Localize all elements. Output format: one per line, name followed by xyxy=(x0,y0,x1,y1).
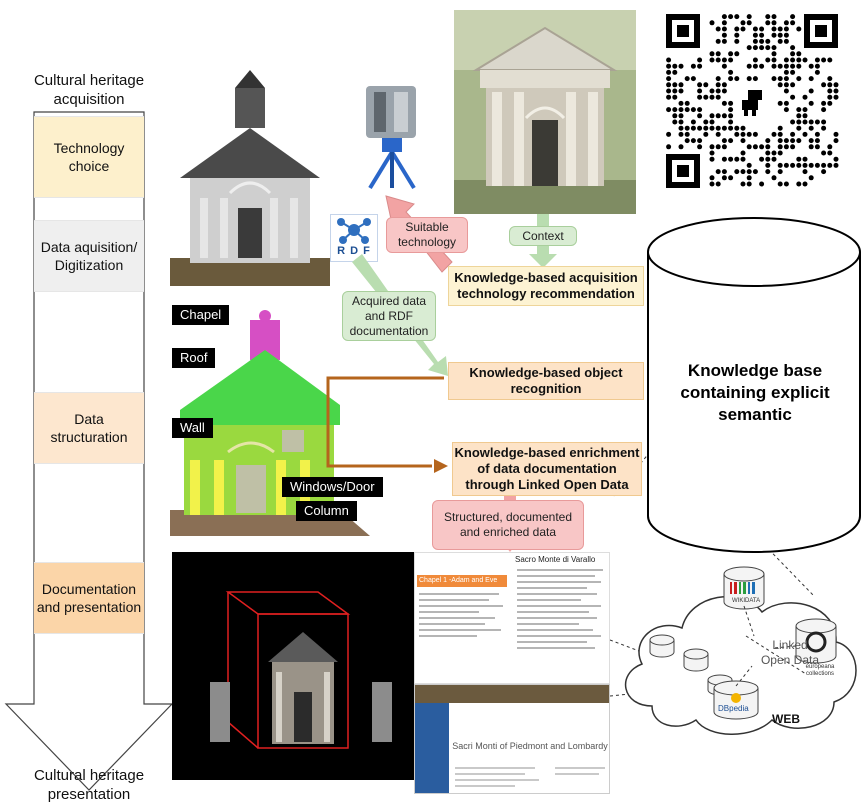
lod-databases xyxy=(649,566,837,720)
label-column: Column xyxy=(296,501,357,521)
doc-text-lines xyxy=(419,569,603,649)
flow-context: Context xyxy=(509,226,577,246)
rdf-logo-text: R D F xyxy=(337,245,371,257)
flow-structured-data: Structured, documented and enriched data xyxy=(432,500,584,550)
website-content-lines xyxy=(455,767,605,787)
dbpedia-icon xyxy=(731,693,741,703)
stage-documentation-presentation: Documentation and presentation xyxy=(34,562,144,634)
box-object-recognition: Knowledge-based object recognition xyxy=(448,362,644,400)
stage-data-acquisition-label: Data aquisition/ Digitization xyxy=(40,239,138,273)
point-cloud-chapel-image xyxy=(170,58,330,286)
laser-scanner-image xyxy=(352,78,432,190)
website-title: Sacri Monti of Piedmont and Lombardy xyxy=(452,741,608,751)
website-screenshot: Sacri Monti of Piedmont and Lombardy xyxy=(414,684,610,794)
web-label: WEB xyxy=(772,712,800,726)
box-enrichment: Knowledge-based enrichment of data docum… xyxy=(452,442,642,496)
stage-documentation-presentation-label: Documentation and presentation xyxy=(36,581,142,615)
label-wall: Wall xyxy=(172,418,213,438)
stage-technology-choice-label: Technology choice xyxy=(53,140,125,174)
wikidata-label: WIKIDATA xyxy=(732,598,761,604)
europeana-label: europeana collections xyxy=(805,664,835,677)
documentation-page: Chapel 1 -Adam and Eve Sacro Monte di Va… xyxy=(414,552,610,684)
knowledge-base-cylinder xyxy=(647,217,861,553)
label-roof: Roof xyxy=(172,348,216,368)
stage-data-structuration-label: Data structuration xyxy=(50,411,128,445)
europeana-icon xyxy=(805,631,827,653)
3d-model-view xyxy=(172,552,414,780)
stage-technology-choice: Technology choice xyxy=(34,116,144,198)
qr-code xyxy=(664,12,840,190)
label-chapel: Chapel xyxy=(172,305,230,325)
doc-wiki-title: Sacro Monte di Varallo xyxy=(515,555,596,564)
flow-suitable-technology: Suitable technology xyxy=(386,217,468,253)
stage-data-structuration: Data structuration xyxy=(34,392,144,464)
lod-label: Linked Open Data xyxy=(760,638,820,667)
knowledge-base-label: Knowledge base containing explicit seman… xyxy=(680,361,830,424)
rdf-logo: R D F xyxy=(330,214,378,262)
doc-heading: Chapel 1 -Adam and Eve xyxy=(417,575,507,587)
wikidata-icon xyxy=(730,582,755,594)
stage-data-acquisition: Data aquisition/ Digitization xyxy=(34,220,144,292)
box-acquisition-recommendation: Knowledge-based acquisition technology r… xyxy=(448,266,644,306)
pipeline-top-label: Cultural heritage acquisition xyxy=(33,72,145,108)
flow-acquired-data: Acquired data and RDF documentation xyxy=(342,291,436,341)
dbpedia-label: DBpedia xyxy=(718,704,749,713)
rdf-graph-icon xyxy=(337,218,371,244)
chapel-photo xyxy=(454,10,636,214)
label-windows-door: Windows/Door xyxy=(282,477,383,497)
